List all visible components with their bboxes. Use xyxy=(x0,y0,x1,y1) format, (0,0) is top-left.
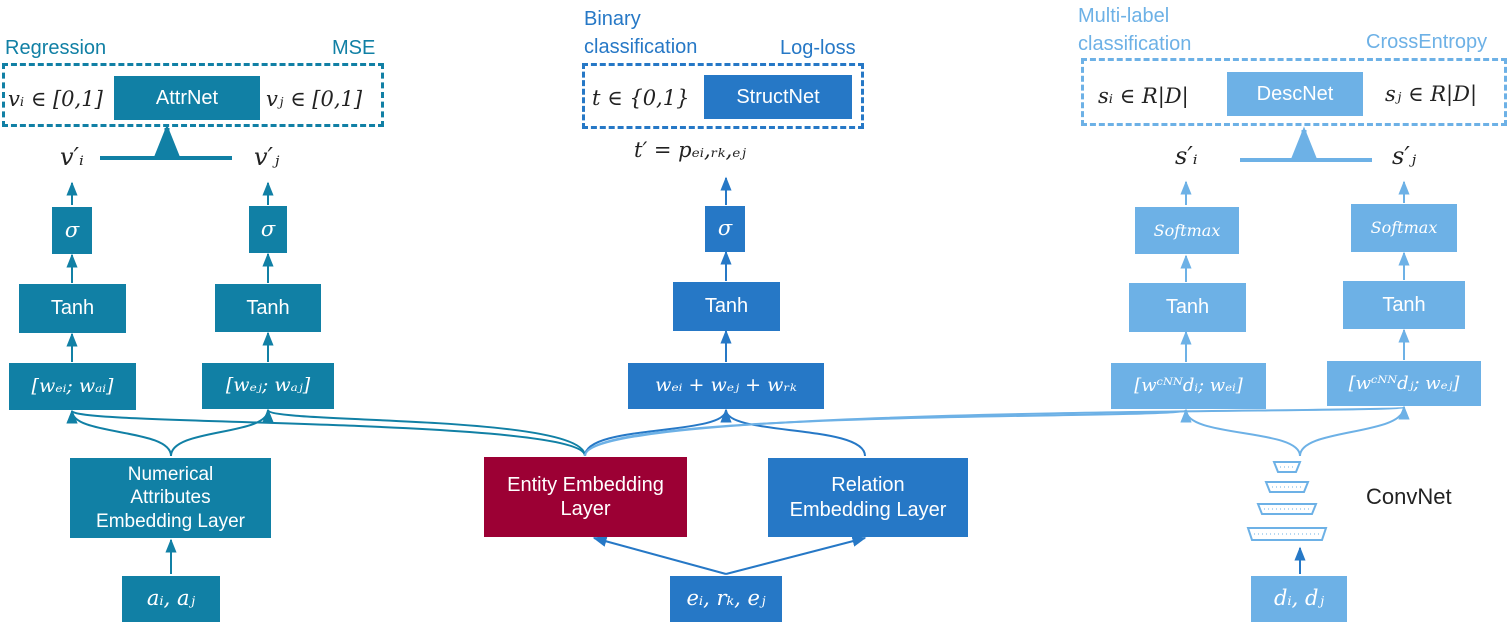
regression-output-j: v′ⱼ xyxy=(254,143,280,171)
regression-task-label: Regression xyxy=(5,37,107,59)
concat-desc-i: [wᶜᴺᴺdᵢ; wₑᵢ] xyxy=(1111,363,1266,409)
multilabel-output-i: s′ᵢ xyxy=(1175,142,1198,170)
concat-desc-j: [wᶜᴺᴺdⱼ; wₑⱼ] xyxy=(1327,361,1481,406)
tanh-box-struct: Tanh xyxy=(673,282,780,331)
tanh-box-attr-j: Tanh xyxy=(215,284,321,332)
numerical-attributes-embedding-layer: Numerical Attributes Embedding Layer xyxy=(70,458,271,538)
attrnet-frame xyxy=(2,63,384,127)
description-input: dᵢ, dⱼ xyxy=(1251,576,1347,622)
attrnet-box: AttrNet xyxy=(114,76,260,120)
structnet-box: StructNet xyxy=(704,75,852,119)
attribute-input: aᵢ, aⱼ xyxy=(122,576,220,622)
descnet-box: DescNet xyxy=(1227,72,1363,116)
sigmoid-box-j: σ xyxy=(249,206,287,253)
structnet-frame xyxy=(582,63,864,129)
softmax-box-j: Softmax xyxy=(1351,204,1457,252)
tanh-box-desc-j: Tanh xyxy=(1343,281,1465,329)
softmax-box-i: Softmax xyxy=(1135,207,1239,254)
tanh-box-attr-i: Tanh xyxy=(19,284,126,333)
binary-task-label: Binary classification xyxy=(584,8,698,58)
entity-relation-input: eᵢ, rₖ, eⱼ xyxy=(670,576,782,622)
binary-output: t′ = pₑᵢ,ᵣₖ,ₑⱼ xyxy=(634,138,746,162)
regression-loss-label: MSE xyxy=(332,37,376,59)
multilabel-task-label: Multi-label classification xyxy=(1078,5,1192,55)
embedding-sum-box: wₑᵢ + wₑⱼ + wᵣₖ xyxy=(628,363,824,409)
entity-embedding-layer: Entity Embedding Layer xyxy=(484,457,687,537)
convnet-icon xyxy=(1246,461,1328,541)
multilabel-right-target: sⱼ ∈ R|D| xyxy=(1385,82,1478,106)
concat-attr-j: [wₑⱼ; wₐⱼ] xyxy=(202,363,334,409)
regression-output-i: v′ᵢ xyxy=(60,143,84,171)
regression-right-target: vⱼ ∈ [0,1] xyxy=(266,87,363,111)
tanh-box-desc-i: Tanh xyxy=(1129,283,1246,332)
descnet-frame xyxy=(1081,58,1507,126)
binary-target: t ∈ {0,1} xyxy=(592,86,690,110)
multilabel-output-j: s′ⱼ xyxy=(1392,142,1417,170)
binary-loss-label: Log-loss xyxy=(780,37,856,59)
relation-embedding-layer: Relation Embedding Layer xyxy=(768,458,968,537)
multilabel-left-target: sᵢ ∈ R|D| xyxy=(1098,84,1189,108)
regression-left-target: vᵢ ∈ [0,1] xyxy=(8,87,103,111)
convnet-label: ConvNet xyxy=(1366,484,1452,509)
sigmoid-box-struct: σ xyxy=(705,206,745,252)
sigmoid-box-i: σ xyxy=(52,207,92,254)
multilabel-loss-label: CrossEntropy xyxy=(1366,31,1488,53)
concat-attr-i: [wₑᵢ; wₐᵢ] xyxy=(9,363,136,410)
